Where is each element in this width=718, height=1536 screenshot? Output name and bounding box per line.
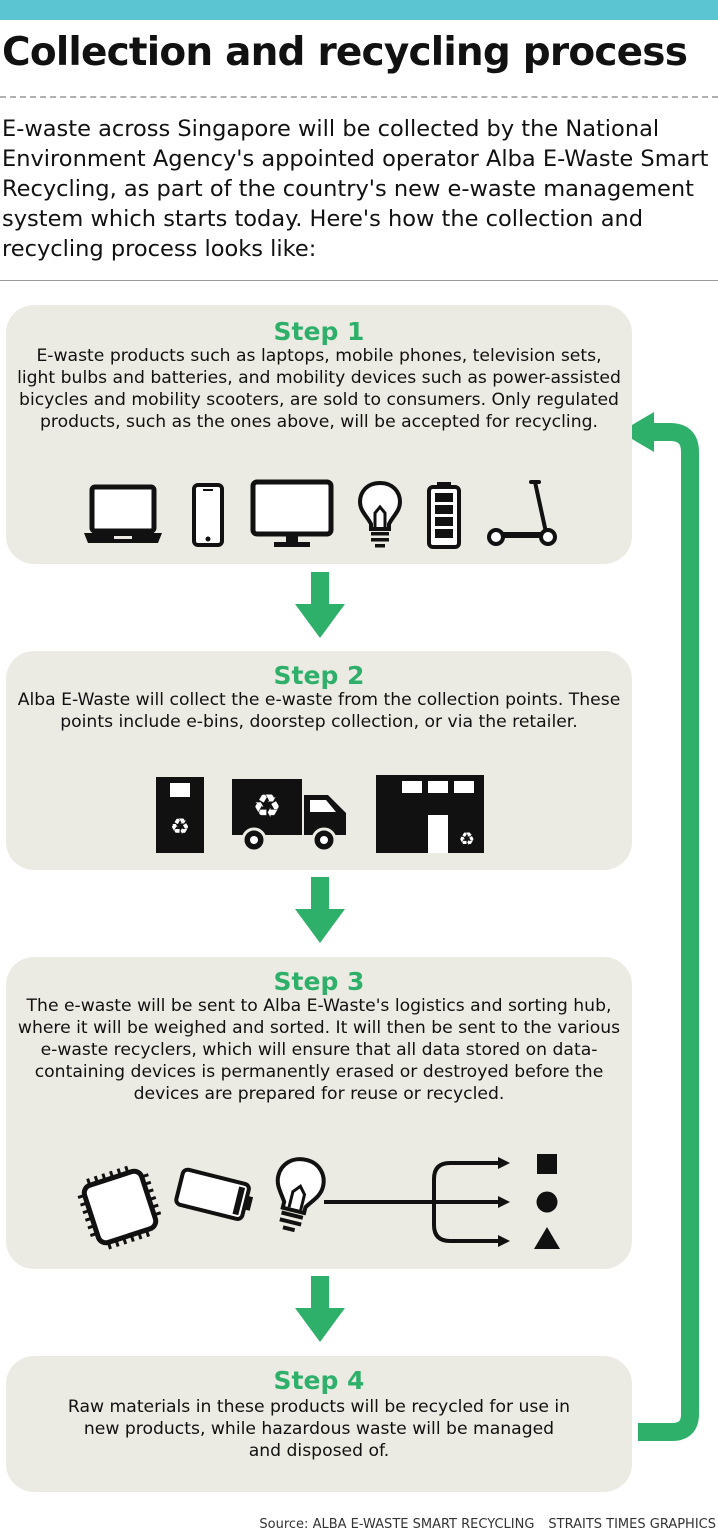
sorting-arrows-icon <box>324 1157 510 1247</box>
step-1-title: Step 1 <box>273 317 365 346</box>
step-4-title: Step 4 <box>273 1366 365 1395</box>
intro-divider <box>0 280 718 281</box>
triangle-icon <box>534 1227 560 1249</box>
laptop-icon <box>84 484 162 543</box>
svg-text:♻: ♻ <box>170 815 190 840</box>
step-1-card: Step 1 E-waste products such as laptops,… <box>6 305 632 564</box>
step-2-text: Alba E-Waste will collect the e-waste fr… <box>17 690 621 732</box>
page-title: Collection and recycling process <box>2 30 688 75</box>
step-2-title: Step 2 <box>273 661 365 690</box>
step-2-card: Step 2 Alba E-Waste will collect the e-w… <box>6 651 632 870</box>
television-icon <box>250 479 334 547</box>
sorted-materials <box>534 1154 560 1249</box>
circle-icon <box>536 1191 558 1213</box>
title-divider <box>0 96 718 98</box>
square-icon <box>537 1154 557 1174</box>
battery-icon <box>174 1167 254 1221</box>
down-arrow-icon <box>295 572 345 638</box>
light-bulb-icon <box>275 1157 326 1233</box>
source-credit: Source: ALBA E-WASTE SMART RECYCLING STRA… <box>259 1517 716 1532</box>
retail-store-icon: ♻ <box>376 775 484 853</box>
step-4-card: Step 4 Raw materials in these products w… <box>6 1356 632 1492</box>
recycling-truck-icon: ♻ <box>232 779 346 853</box>
intro-paragraph: E-waste across Singapore will be collect… <box>2 116 709 262</box>
down-arrow-icon <box>295 1276 345 1342</box>
down-arrow-icon <box>295 877 345 943</box>
step-3-title: Step 3 <box>273 967 365 996</box>
battery-icon <box>427 482 461 549</box>
mobile-phone-icon <box>192 483 224 547</box>
top-accent-bar <box>0 0 718 20</box>
step-3-text: The e-waste will be sent to Alba E-Waste… <box>17 996 621 1104</box>
scooter-icon <box>487 480 557 546</box>
step-1-text: E-waste products such as laptops, mobile… <box>17 346 621 432</box>
step-3-card: Step 3 The e-waste will be sent to Alba … <box>6 957 632 1269</box>
svg-text:♻: ♻ <box>253 787 282 825</box>
step-4-text: Raw materials in these products will be … <box>67 1397 571 1461</box>
e-bin-icon: ♻ <box>156 777 204 853</box>
light-bulb-icon <box>357 480 403 548</box>
microchip-icon <box>77 1165 162 1250</box>
svg-text:♻: ♻ <box>459 829 475 850</box>
source-text: Source: ALBA E-WASTE SMART RECYCLING <box>259 1517 535 1532</box>
graphics-credit: STRAITS TIMES GRAPHICS <box>548 1517 716 1532</box>
